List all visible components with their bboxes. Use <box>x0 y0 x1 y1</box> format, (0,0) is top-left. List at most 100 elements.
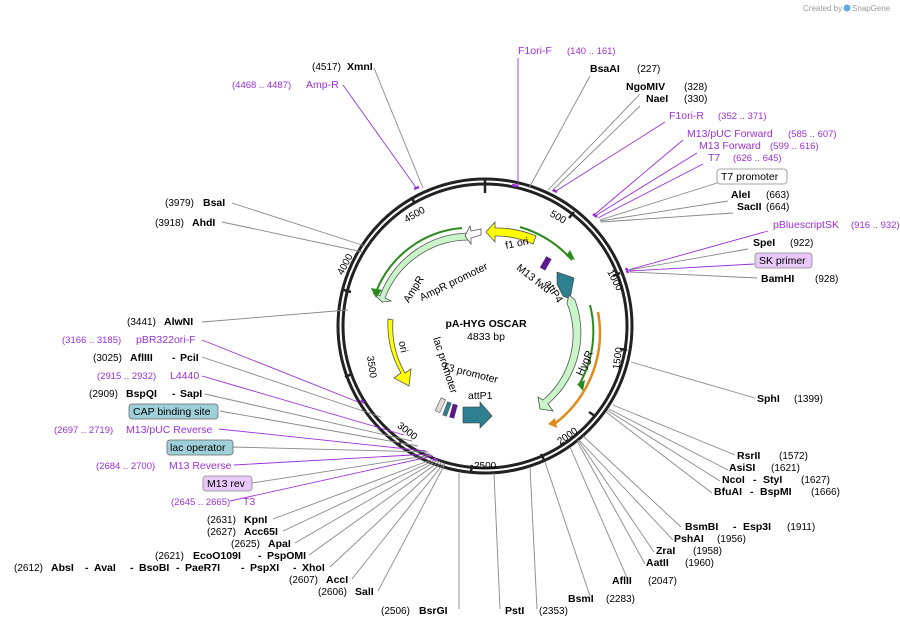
esp3i-dash: - <box>733 521 737 533</box>
acci-pos: (2607) <box>289 575 318 586</box>
sapi-name: SapI <box>180 388 202 400</box>
t3-range: (2645 .. 2665) <box>171 497 230 508</box>
attp1-teal-arrow <box>462 401 493 429</box>
alwni-label: AlwNI <box>164 316 193 328</box>
esp3i-name: Esp3I <box>743 521 771 533</box>
t3-label: T3 <box>243 496 255 508</box>
sali-label: SalI <box>355 586 374 598</box>
kpni-label: KpnI <box>244 514 267 526</box>
ori-arrow <box>387 318 412 387</box>
m13-rev-label: M13 rev <box>207 478 246 490</box>
zrai-label: ZraI <box>656 545 675 557</box>
bsai-label: BsaI <box>203 197 225 209</box>
ampr-arrow <box>372 232 470 303</box>
m13-puc-reverse-range: (2697 .. 2719) <box>54 425 113 436</box>
sali-pos: (2606) <box>318 587 347 598</box>
pshai-label: PshAI <box>674 533 704 545</box>
hygr-orange-arrowhead <box>548 418 557 428</box>
label-leader-lines <box>201 58 769 610</box>
ecoo109i-label: EcoO109I <box>193 550 241 562</box>
f1-ori-arrow <box>485 220 537 245</box>
f1-ori-label: f1 ori <box>504 235 529 252</box>
bspqi-label: BspQI <box>126 388 157 400</box>
hygr-orange-line <box>552 311 602 427</box>
styi-name: StyI <box>763 474 782 486</box>
bsaai-pos: (227) <box>637 64 660 75</box>
t7-range: (626 .. 645) <box>733 153 782 164</box>
m13-puc-forward-label: M13/pUC Forward <box>687 128 773 140</box>
paer7i-name: PaeR7I <box>185 562 220 574</box>
plasmid-name: pA-HYG OSCAR <box>445 318 527 330</box>
sacii-pos: (664) <box>766 202 789 213</box>
hygr-orf-arrowhead <box>577 380 585 391</box>
pspxi-name: PspXI <box>250 562 279 574</box>
m13-fwd-arrow <box>556 271 575 300</box>
t7-label: T7 <box>708 152 720 164</box>
bsai-pos: (3979) <box>165 198 194 209</box>
absi-label: AbsI <box>51 562 74 574</box>
pcii-dash: - <box>172 352 176 364</box>
ahdi-pos: (3918) <box>155 218 184 229</box>
cap-binding-site-box <box>128 403 219 420</box>
amp-r-range: (4468 .. 4487) <box>232 80 291 91</box>
aatii-label: AatII <box>646 557 669 569</box>
bsmbi-pos: (1911) <box>787 522 815 533</box>
tick-2500: 2500 <box>474 461 497 472</box>
alwni-pos: (3441) <box>127 317 156 328</box>
bsobi-name: BsoBI <box>139 562 169 574</box>
l4440-label: L4440 <box>170 370 199 382</box>
pbr322ori-f-label: pBR322ori-F <box>136 334 196 346</box>
spei-label: SpeI <box>753 237 775 249</box>
asisi-pos: (1621) <box>771 463 800 474</box>
tick-2000: 2000 <box>556 425 581 447</box>
pbluescriptsk-range: (916 .. 932) <box>851 220 900 231</box>
m13-puc-reverse-label: M13/pUC Reverse <box>126 424 213 436</box>
xmni-pos: (4517) <box>312 62 341 73</box>
bspqi-pos: (2909) <box>89 389 118 400</box>
apai-pos: (2625) <box>231 539 260 550</box>
zrai-pos: (1958) <box>693 546 722 557</box>
acc65i-pos: (2627) <box>207 527 236 538</box>
bsaai-label: BsaAI <box>590 63 620 75</box>
ecoo109i-pos: (2621) <box>155 551 184 562</box>
attp4-marker <box>539 256 552 271</box>
pbr322ori-f-range: (3166 .. 3185) <box>62 335 121 346</box>
bsmi-pos: (2283) <box>606 594 635 605</box>
psti-label: PstI <box>505 605 524 617</box>
bfuai-pos: (1666) <box>811 487 840 498</box>
attp1-marker <box>449 403 458 419</box>
styi-label: - <box>753 474 757 486</box>
bfuai-label: BfuAI <box>714 486 742 498</box>
spei-pos: (922) <box>790 238 813 249</box>
f1ori-f-range: (140 .. 161) <box>567 46 616 57</box>
tick-1500: 1500 <box>611 346 625 370</box>
bsobi-dash: - <box>130 562 134 574</box>
hygr-orf-line <box>579 304 595 384</box>
bspmi-name: BspMI <box>760 486 792 498</box>
primer-marks <box>360 183 630 462</box>
l4440-range: (2915 .. 2932) <box>97 371 156 382</box>
ncoi-label: NcoI <box>722 474 745 486</box>
credit-prefix: Created by <box>803 4 842 13</box>
ampr-orf-line <box>375 227 463 293</box>
ampr-promoter-label: AmpR promoter <box>418 260 490 303</box>
ngomiv-label: NgoMIV <box>626 81 665 93</box>
m13-reverse-range: (2684 .. 2700) <box>96 461 155 472</box>
avai-name: AvaI <box>94 562 116 574</box>
sk-primer-box <box>754 252 813 269</box>
attp1-label: attP1 <box>468 390 493 402</box>
pshai-pos: (1956) <box>717 534 746 545</box>
right-labels: F1ori-F (140 .. 161) BsaAI (227) NgoMIV … <box>381 45 900 617</box>
ampr-orf-arrowhead <box>371 288 382 298</box>
aatii-pos: (1960) <box>685 558 714 569</box>
rsrii-pos: (1572) <box>779 451 808 462</box>
plasmid-size: 4833 bp <box>467 331 505 343</box>
sphi-label: SphI <box>757 393 780 405</box>
ampr-promoter-arrow <box>464 224 482 246</box>
afliii-pos: (3025) <box>93 353 122 364</box>
ori-label: ori <box>396 340 410 354</box>
pspomi-name: PspOMI <box>267 550 306 562</box>
naei-label: NaeI <box>646 93 668 105</box>
snapgene-logo-icon <box>843 4 851 12</box>
hygr-arrow <box>537 294 582 412</box>
